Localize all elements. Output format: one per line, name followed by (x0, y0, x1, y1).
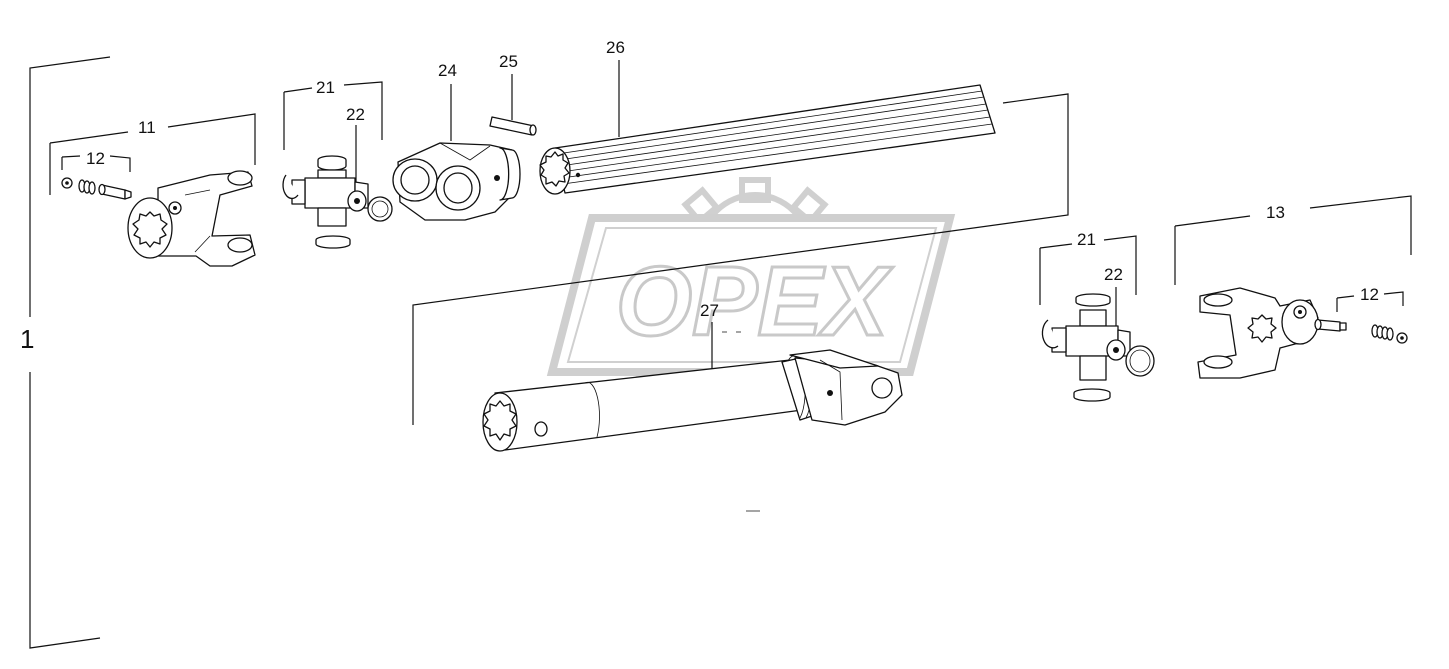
yoke-left (127, 170, 256, 267)
callout-assembly: 1 (20, 324, 34, 354)
callout-roll-pin: 25 (499, 52, 518, 71)
inner-yoke (392, 142, 521, 221)
opex-watermark: OPEX (546, 177, 956, 376)
callout-bearing-right: 22 (1104, 265, 1123, 284)
bracket-pin-left: 12 (61, 149, 131, 172)
tube-yoke (482, 349, 903, 452)
lock-pin-left (61, 177, 132, 200)
bracket-yoke-left: 11 (49, 113, 256, 195)
bracket-pin-right: 12 (1336, 285, 1404, 312)
cross-kit-left (282, 155, 393, 249)
callout-inner-yoke: 24 (438, 61, 457, 80)
lock-pin-right (1314, 318, 1408, 344)
callout-pin-right: 12 (1360, 285, 1379, 304)
bracket-cross-left: 21 (283, 78, 383, 150)
assembly-bracket: 1 (20, 56, 111, 649)
splined-shaft (539, 84, 996, 195)
watermark-frame (546, 214, 956, 376)
bracket-cross-right: 21 (1039, 230, 1137, 305)
bracket-yoke-right: 13 (1174, 195, 1412, 285)
callout-bearing-left: 22 (346, 105, 365, 124)
callout-splined-shaft: 26 (606, 38, 625, 57)
callout-cross-left: 21 (316, 78, 335, 97)
callout-cross-right: 21 (1077, 230, 1096, 249)
callout-pin-left: 12 (86, 149, 105, 168)
callout-tube-yoke: 27 (700, 301, 719, 320)
cross-kit-right (1041, 293, 1155, 402)
yoke-right (1197, 287, 1319, 379)
callout-yoke-left: 11 (138, 118, 156, 137)
callout-yoke-right: 13 (1266, 203, 1285, 222)
roll-pin (489, 116, 537, 136)
watermark-text: OPEX (616, 246, 894, 356)
bracket-shaft-tube (412, 93, 1069, 425)
